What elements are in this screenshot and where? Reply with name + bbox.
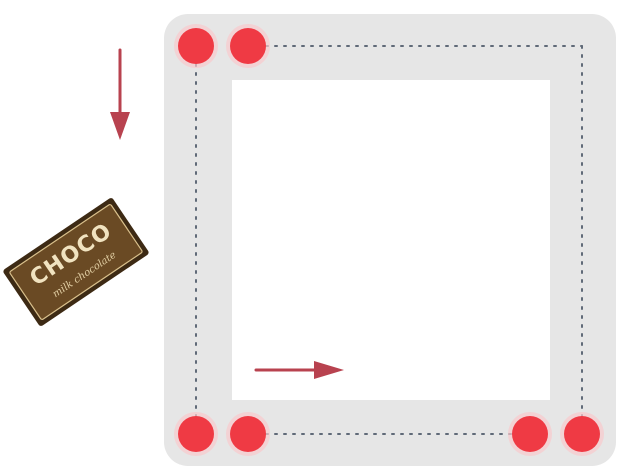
dotted-path (195, 45, 583, 435)
marker-bottom-left-inner (226, 412, 270, 456)
marker-bottom-right-outer (560, 412, 604, 456)
marker-top-left-outer (174, 24, 218, 68)
arrow-down-icon (110, 48, 130, 140)
chocolate-bar-icon: CHOCO milk chocolate (3, 198, 149, 326)
marker-top-left-inner (226, 24, 270, 68)
arrow-right-icon (254, 361, 344, 379)
markers (174, 24, 604, 456)
track-frame (164, 14, 616, 466)
marker-bottom-left-outer (174, 412, 218, 456)
inner-area (232, 80, 550, 400)
marker-bottom-right-inner (508, 412, 552, 456)
